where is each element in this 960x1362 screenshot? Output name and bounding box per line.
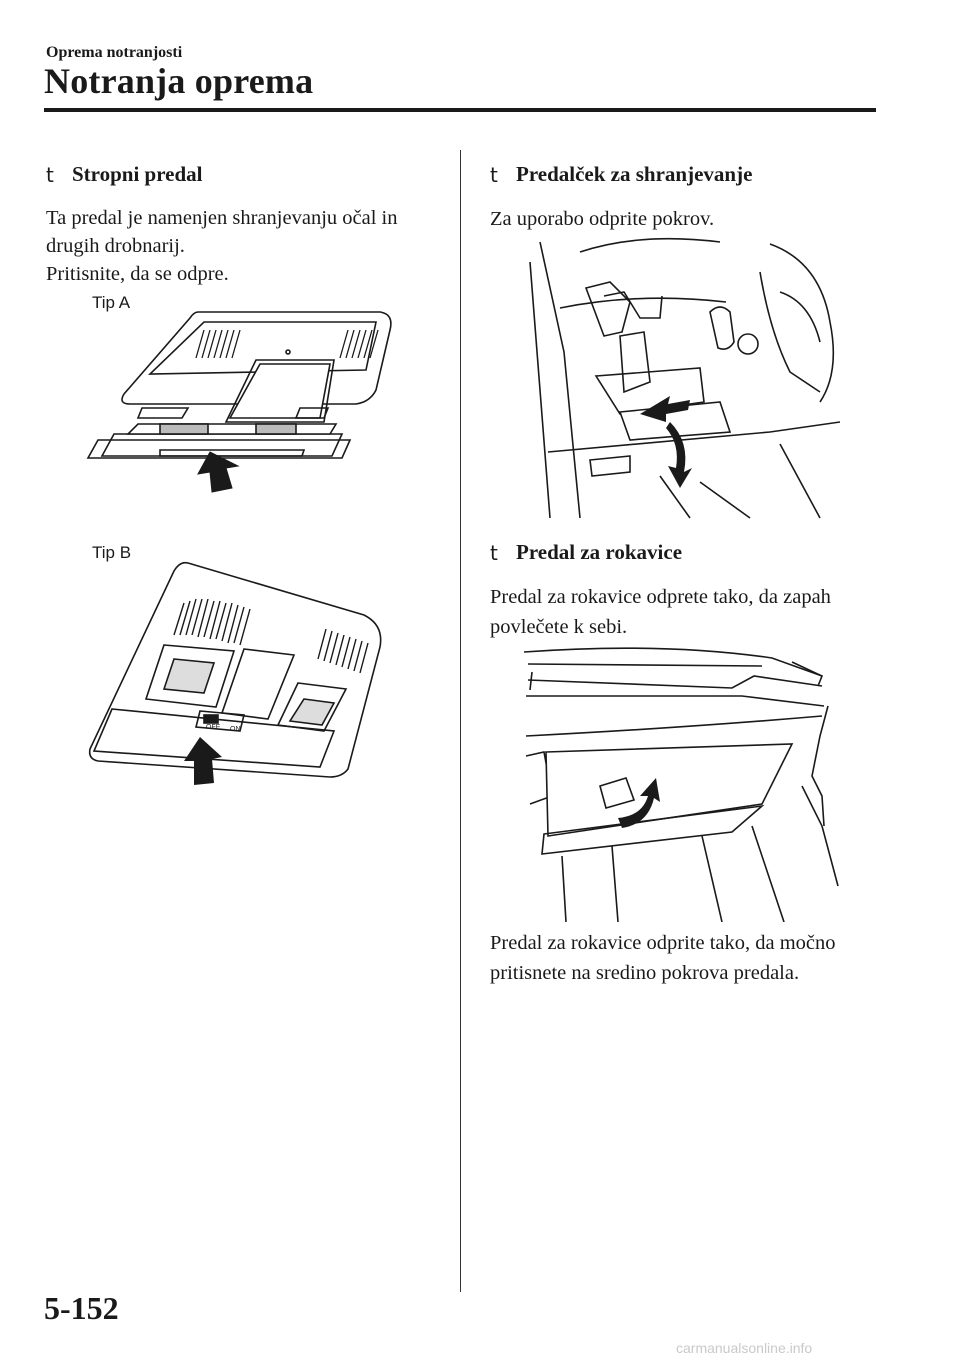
tip-a-label: Tip A	[92, 293, 131, 312]
paragraph-predalcek: Za uporabo odprite pokrov.	[490, 208, 715, 230]
watermark[interactable]: carmanualsonline.info	[676, 1340, 813, 1356]
glove-box-illustration	[523, 647, 839, 922]
column-divider	[460, 150, 461, 1292]
bullet-icon: t	[490, 540, 498, 565]
heading-text: Predalček za shranjevanje	[516, 162, 753, 186]
section-label: Oprema notranjosti	[46, 44, 183, 61]
heading-stropni-predal: t Stropni predal	[46, 162, 203, 187]
paragraph-line: Predal za rokavice odprete tako, da zapa…	[490, 586, 831, 608]
heading-text: Predal za rokavice	[516, 540, 683, 564]
bullet-icon: t	[46, 162, 54, 187]
chapter-title: Notranja oprema	[44, 61, 314, 101]
paragraph-line: drugih drobnarij.	[46, 235, 185, 257]
paragraph-line: pritisnete na sredino pokrova predala.	[490, 962, 800, 984]
paragraph-line: povlečete k sebi.	[490, 616, 628, 638]
switch-on-label: ON	[230, 726, 241, 733]
page-number: 5-152	[44, 1290, 119, 1326]
switch-off-label: OFF	[206, 724, 220, 731]
heading-text: Stropni predal	[72, 162, 203, 186]
paragraph-rokavice-2: Predal za rokavice odprite tako, da močn…	[490, 928, 836, 988]
overhead-console-tip-a-illustration	[86, 311, 392, 493]
bullet-icon: t	[490, 162, 498, 187]
header-rule	[44, 108, 876, 112]
overhead-console-tip-b-illustration: OFF ON	[88, 561, 382, 785]
paragraph-rokavice-1: Predal za rokavice odprete tako, da zapa…	[490, 582, 831, 642]
tip-b-label: Tip B	[92, 543, 132, 562]
paragraph-line: Pritisnite, da se odpre.	[46, 263, 229, 285]
paragraph-line: Ta predal je namenjen shranjevanju očal …	[46, 207, 398, 229]
paragraph-line: Predal za rokavice odprite tako, da močn…	[490, 932, 836, 954]
heading-predalcek: t Predalček za shranjevanje	[490, 162, 752, 187]
heading-predal-rokavice: t Predal za rokavice	[490, 540, 682, 565]
dashboard-storage-illustration	[529, 237, 840, 519]
paragraph-stropni: Ta predal je namenjen shranjevanju očal …	[46, 204, 397, 288]
